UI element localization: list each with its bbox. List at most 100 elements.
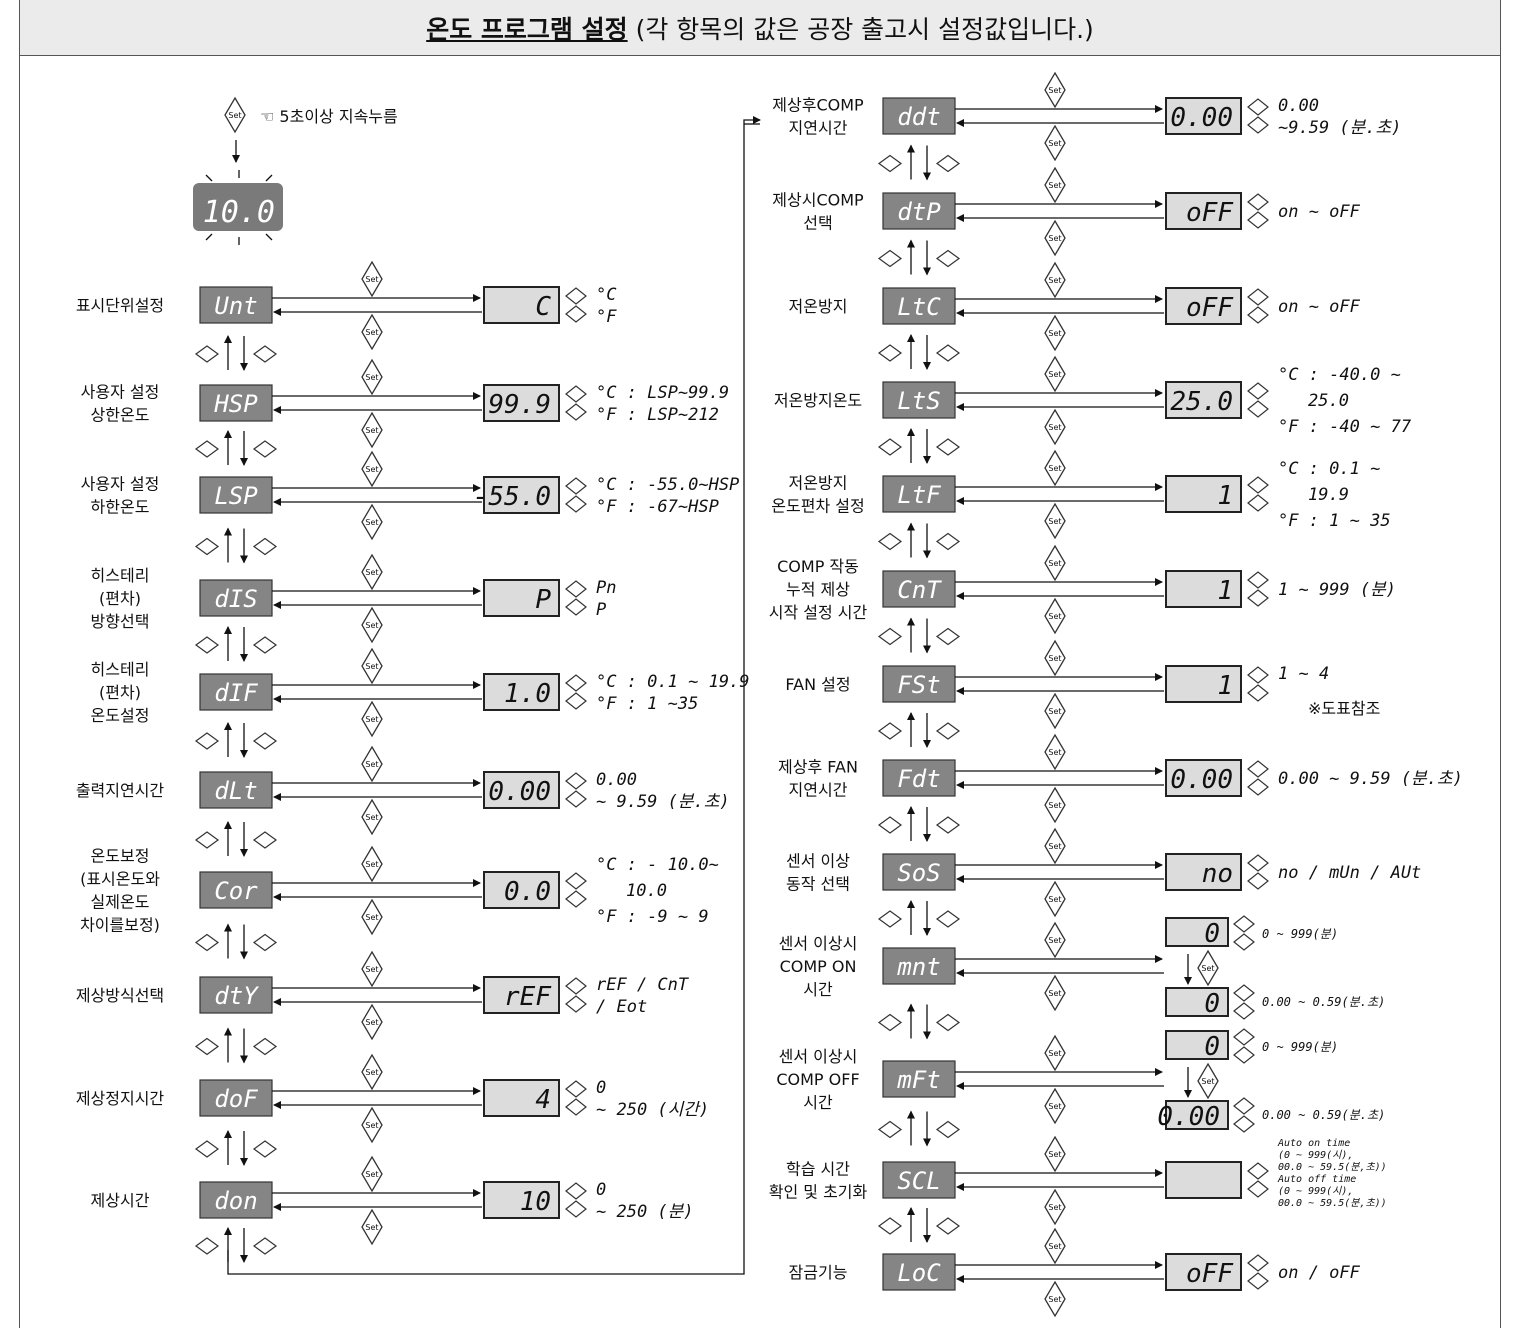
nav-up-button[interactable] — [252, 1140, 278, 1158]
up-button[interactable] — [565, 977, 587, 995]
down-button[interactable] — [1233, 1002, 1255, 1020]
nav-down-button[interactable] — [194, 636, 220, 654]
nav-buttons[interactable] — [194, 923, 278, 960]
up-button[interactable] — [1247, 1254, 1269, 1272]
set-button-shape[interactable] — [1044, 786, 1066, 824]
nav-up-button[interactable] — [252, 537, 278, 556]
set-button-shape[interactable] — [1044, 449, 1066, 487]
set-button-enter[interactable]: Set — [1044, 827, 1066, 865]
nav-buttons[interactable] — [877, 617, 961, 654]
up-down-buttons[interactable] — [565, 977, 587, 1013]
up-down-buttons[interactable] — [565, 385, 587, 421]
nav-down-button[interactable] — [877, 722, 903, 740]
up-button[interactable] — [1247, 854, 1269, 872]
nav-buttons[interactable] — [877, 900, 961, 936]
up-down-buttons[interactable] — [1247, 760, 1269, 796]
set-button-shape[interactable] — [361, 606, 383, 644]
nav-buttons[interactable] — [877, 1110, 961, 1147]
down-button[interactable] — [1247, 494, 1269, 512]
nav-buttons[interactable] — [194, 335, 278, 371]
set-button-shape[interactable] — [1044, 921, 1066, 959]
nav-down-button[interactable] — [877, 627, 903, 646]
set-button-shape[interactable] — [361, 798, 383, 836]
set-button-enter[interactable]: Set — [1044, 71, 1066, 109]
up-down-buttons[interactable] — [1233, 915, 1255, 951]
set-button-exit[interactable]: Set — [1044, 314, 1066, 352]
set-button-exit[interactable]: Set — [361, 898, 383, 936]
set-button-enter[interactable]: Set — [1044, 449, 1066, 487]
down-button[interactable] — [565, 1098, 587, 1116]
set-button-shape[interactable] — [1197, 1062, 1219, 1100]
set-button-enter[interactable]: Set — [361, 950, 383, 988]
up-button[interactable] — [565, 385, 587, 403]
nav-down-button[interactable] — [877, 438, 903, 456]
set-button-enter[interactable]: Set — [361, 358, 383, 396]
down-button[interactable] — [1247, 400, 1269, 418]
set-button-enter[interactable]: Set — [361, 260, 383, 298]
set-button-shape[interactable] — [224, 96, 246, 134]
set-button-exit[interactable]: Set — [1044, 880, 1066, 918]
up-button[interactable] — [1247, 666, 1269, 684]
set-button-enter[interactable]: Set — [1044, 1034, 1066, 1072]
down-button[interactable] — [1247, 306, 1269, 324]
down-button[interactable] — [565, 890, 587, 908]
nav-up-button[interactable] — [252, 636, 278, 654]
nav-down-button[interactable] — [877, 816, 903, 834]
down-button[interactable] — [1247, 211, 1269, 229]
down-button[interactable] — [1233, 1046, 1255, 1064]
down-button[interactable] — [1247, 1180, 1269, 1198]
up-down-buttons[interactable] — [565, 772, 587, 808]
set-button-toggle[interactable]: Set — [1197, 949, 1219, 987]
nav-down-button[interactable] — [877, 1013, 903, 1032]
nav-down-button[interactable] — [194, 1237, 220, 1255]
nav-up-button[interactable] — [252, 345, 278, 363]
set-button-shape[interactable] — [1044, 1034, 1066, 1072]
set-button-shape[interactable] — [1044, 597, 1066, 635]
nav-down-button[interactable] — [877, 1120, 903, 1139]
up-down-buttons[interactable] — [1247, 1254, 1269, 1290]
nav-up-button[interactable] — [252, 1237, 278, 1255]
set-button-shape[interactable] — [361, 260, 383, 298]
set-button-shape[interactable] — [361, 647, 383, 685]
down-button[interactable] — [565, 995, 587, 1013]
set-button-exit[interactable]: Set — [1044, 1188, 1066, 1226]
set-button-enter[interactable]: Set — [361, 745, 383, 783]
nav-up-button[interactable] — [935, 910, 961, 928]
set-button-exit[interactable]: Set — [1044, 974, 1066, 1012]
nav-down-button[interactable] — [877, 344, 903, 362]
set-button-exit[interactable]: Set — [1044, 1280, 1066, 1318]
set-button-shape[interactable] — [361, 450, 383, 488]
set-button-exit[interactable]: Set — [1044, 502, 1066, 540]
set-button-shape[interactable] — [1044, 124, 1066, 162]
set-button-enter[interactable]: Set — [361, 1155, 383, 1193]
set-button-enter[interactable]: Set — [1044, 355, 1066, 393]
nav-down-button[interactable] — [194, 831, 220, 849]
nav-buttons[interactable] — [194, 1227, 278, 1263]
down-button[interactable] — [565, 495, 587, 513]
up-down-buttons[interactable] — [1247, 288, 1269, 324]
nav-down-button[interactable] — [877, 910, 903, 928]
set-button-enter[interactable]: Set — [1044, 1135, 1066, 1173]
nav-down-button[interactable] — [877, 249, 903, 268]
up-button[interactable] — [1233, 984, 1255, 1002]
set-button-shape[interactable] — [361, 1208, 383, 1246]
set-button-shape[interactable] — [361, 700, 383, 738]
set-button-shape[interactable] — [1044, 502, 1066, 540]
up-button[interactable] — [565, 287, 587, 305]
set-button-shape[interactable] — [1044, 733, 1066, 771]
up-down-buttons[interactable] — [1247, 98, 1269, 134]
down-button[interactable] — [1247, 872, 1269, 890]
up-down-buttons[interactable] — [565, 287, 587, 323]
set-button-shape[interactable] — [1044, 639, 1066, 677]
set-button-shape[interactable] — [361, 1053, 383, 1091]
up-down-buttons[interactable] — [565, 477, 587, 513]
up-button[interactable] — [1247, 1162, 1269, 1180]
nav-up-button[interactable] — [935, 722, 961, 740]
set-button-enter[interactable]: Set — [1044, 1227, 1066, 1265]
set-button-shape[interactable] — [361, 313, 383, 351]
up-down-buttons[interactable] — [1247, 666, 1269, 702]
set-button-shape[interactable] — [1044, 219, 1066, 257]
up-down-buttons[interactable] — [1247, 1162, 1269, 1198]
set-button-exit[interactable]: Set — [1044, 408, 1066, 446]
down-button[interactable] — [1233, 933, 1255, 951]
